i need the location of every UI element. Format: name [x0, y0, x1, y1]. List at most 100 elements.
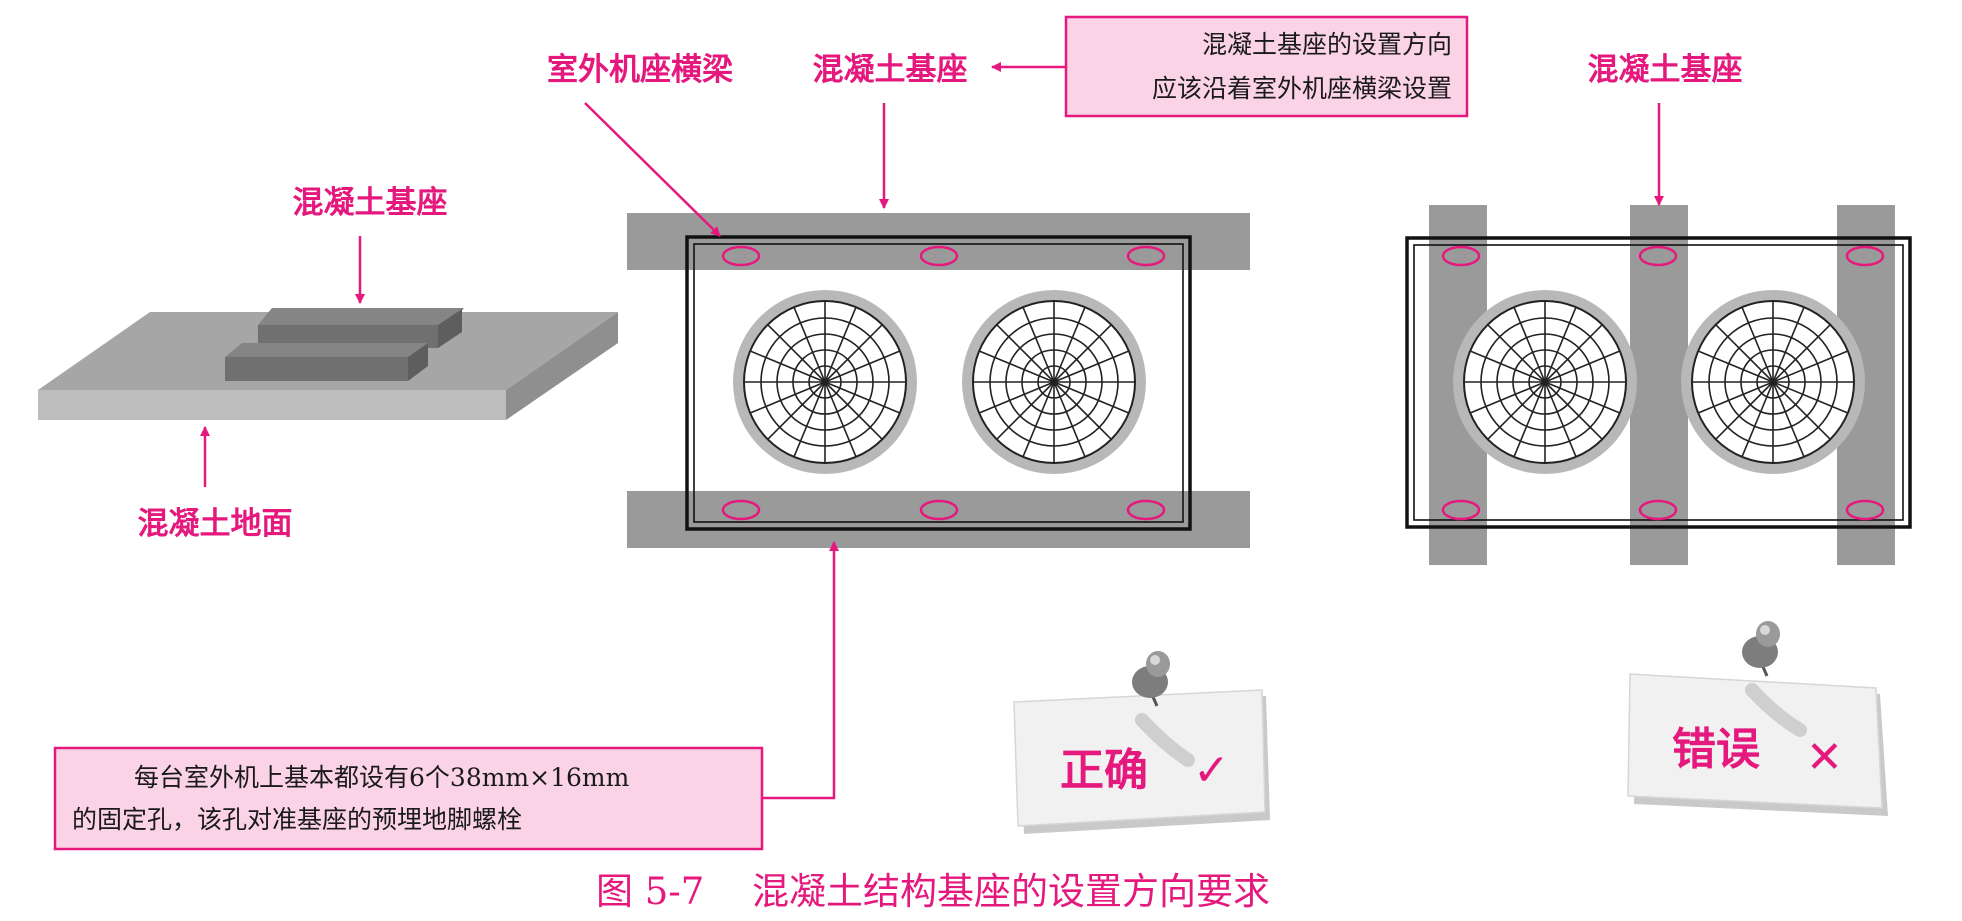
- fan-spoke: [978, 350, 1055, 383]
- fan-spoke: [1697, 381, 1774, 414]
- fan-spoke: [1469, 350, 1546, 383]
- middle-unit-illustration: [627, 213, 1250, 548]
- left-base-label: 混凝土基座: [293, 185, 448, 221]
- correct-tag-text: 正确: [1060, 745, 1148, 796]
- unit-frame-outer: [1405, 236, 1912, 529]
- fan-spoke: [996, 381, 1055, 440]
- right-base-label: 混凝土基座: [1588, 52, 1743, 88]
- top-note-box: [1064, 15, 1469, 118]
- fan-right: [1681, 290, 1865, 474]
- fan-spoke: [1053, 381, 1130, 414]
- checkmark-icon: ✓: [1193, 745, 1230, 796]
- fan-spoke: [1022, 381, 1055, 458]
- concrete-block-back-side: [438, 309, 462, 348]
- top-note-line-2: 应该沿着室外机座横梁设置: [1152, 74, 1452, 103]
- fixing-hole: [721, 245, 761, 267]
- pushpin-icon: [1132, 651, 1170, 707]
- fan-spoke: [1022, 306, 1055, 383]
- fixing-hole: [1441, 499, 1481, 521]
- fan-spoke: [793, 381, 826, 458]
- fan-spoke: [1053, 306, 1086, 383]
- fan-spoke: [1741, 306, 1774, 383]
- bottom-note-line-1: 每台室外机上基本都设有6个38mm×16mm: [134, 763, 630, 792]
- pushpin-icon: [1742, 621, 1780, 677]
- fan-spoke: [1715, 324, 1774, 383]
- pin-shadow: [1135, 713, 1195, 767]
- fan-spoke: [1772, 381, 1849, 414]
- fan-spoke: [1772, 381, 1831, 440]
- fan-spoke: [824, 381, 901, 414]
- pin-shadow: [1745, 683, 1807, 737]
- ground-label: 混凝土地面: [138, 506, 293, 542]
- bottom-note-box: [53, 746, 764, 851]
- figure-number: 图 5-7: [596, 870, 704, 913]
- ground-slab-side: [506, 312, 618, 420]
- fan-spoke: [1053, 324, 1112, 383]
- fixing-holes: [1441, 245, 1885, 521]
- fixing-hole: [919, 245, 959, 267]
- beam-label: 室外机座横梁: [547, 52, 733, 88]
- fan-spoke: [996, 324, 1055, 383]
- fixing-hole: [1845, 245, 1885, 267]
- fixing-hole: [721, 499, 761, 521]
- middle-base-label: 混凝土基座: [813, 52, 968, 88]
- fan-spoke: [1487, 381, 1546, 440]
- fixing-hole: [1638, 499, 1678, 521]
- fan-spoke: [1715, 381, 1774, 440]
- fan-spoke: [1053, 381, 1086, 458]
- wrong-tag-paper: [1627, 673, 1883, 809]
- fan-spoke: [1772, 306, 1805, 383]
- unit-frame-inner: [693, 243, 1184, 523]
- fan-spoke: [1053, 381, 1112, 440]
- fan-spoke: [1487, 324, 1546, 383]
- top-note-line-1: 混凝土基座的设置方向: [1202, 30, 1452, 59]
- fan-spoke: [1544, 381, 1577, 458]
- figure-title: 混凝土结构基座的设置方向要求: [752, 870, 1270, 913]
- concrete-block-back-top: [258, 308, 464, 325]
- cross-icon: ✕: [1806, 732, 1843, 783]
- fan-spoke: [978, 381, 1055, 414]
- right-unit-illustration: [1405, 205, 1912, 565]
- fixing-holes: [721, 245, 1166, 521]
- fan-spoke: [1544, 381, 1603, 440]
- fixing-hole: [1441, 245, 1481, 267]
- fan-spoke: [767, 381, 826, 440]
- fan-spoke: [1544, 350, 1621, 383]
- fan-spoke: [1697, 350, 1774, 383]
- fan-spoke: [824, 381, 857, 458]
- base-strip-middle: [1630, 205, 1688, 565]
- fan-spoke: [824, 306, 857, 383]
- fan-spoke: [1741, 381, 1774, 458]
- concrete-block-front-top: [225, 343, 428, 357]
- fan-spoke: [1469, 381, 1546, 414]
- beam-top: [627, 213, 1250, 270]
- fan-spoke: [793, 306, 826, 383]
- fan-spoke: [1772, 350, 1849, 383]
- wrong-tag-text: 错误: [1672, 724, 1760, 775]
- fan-spoke: [1772, 381, 1805, 458]
- fan-spoke: [1513, 381, 1546, 458]
- ground-slab-front: [38, 390, 506, 420]
- left-slab-illustration: [38, 308, 618, 420]
- fan-left: [733, 290, 917, 474]
- fixing-hole: [1638, 245, 1678, 267]
- fan-spoke: [824, 324, 883, 383]
- fan-spoke: [1053, 350, 1130, 383]
- fan-spoke: [1544, 306, 1577, 383]
- fan-spoke: [749, 350, 826, 383]
- fixing-hole: [919, 499, 959, 521]
- bottom-note-arrow: [762, 541, 839, 800]
- concrete-block-front-front: [225, 357, 408, 381]
- unit-frame-outer: [685, 235, 1192, 531]
- fixing-hole: [1126, 245, 1166, 267]
- fan-spoke: [1544, 381, 1621, 414]
- fan-spoke: [1513, 306, 1546, 383]
- fan-spoke: [1772, 324, 1831, 383]
- bottom-note-line-2: 的固定孔，该孔对准基座的预埋地脚螺栓: [72, 805, 522, 834]
- fixing-hole: [1845, 499, 1885, 521]
- concrete-block-front-side: [408, 343, 428, 381]
- fan-spoke: [749, 381, 826, 414]
- fan-spoke: [824, 381, 883, 440]
- beam-arrow: [584, 102, 721, 237]
